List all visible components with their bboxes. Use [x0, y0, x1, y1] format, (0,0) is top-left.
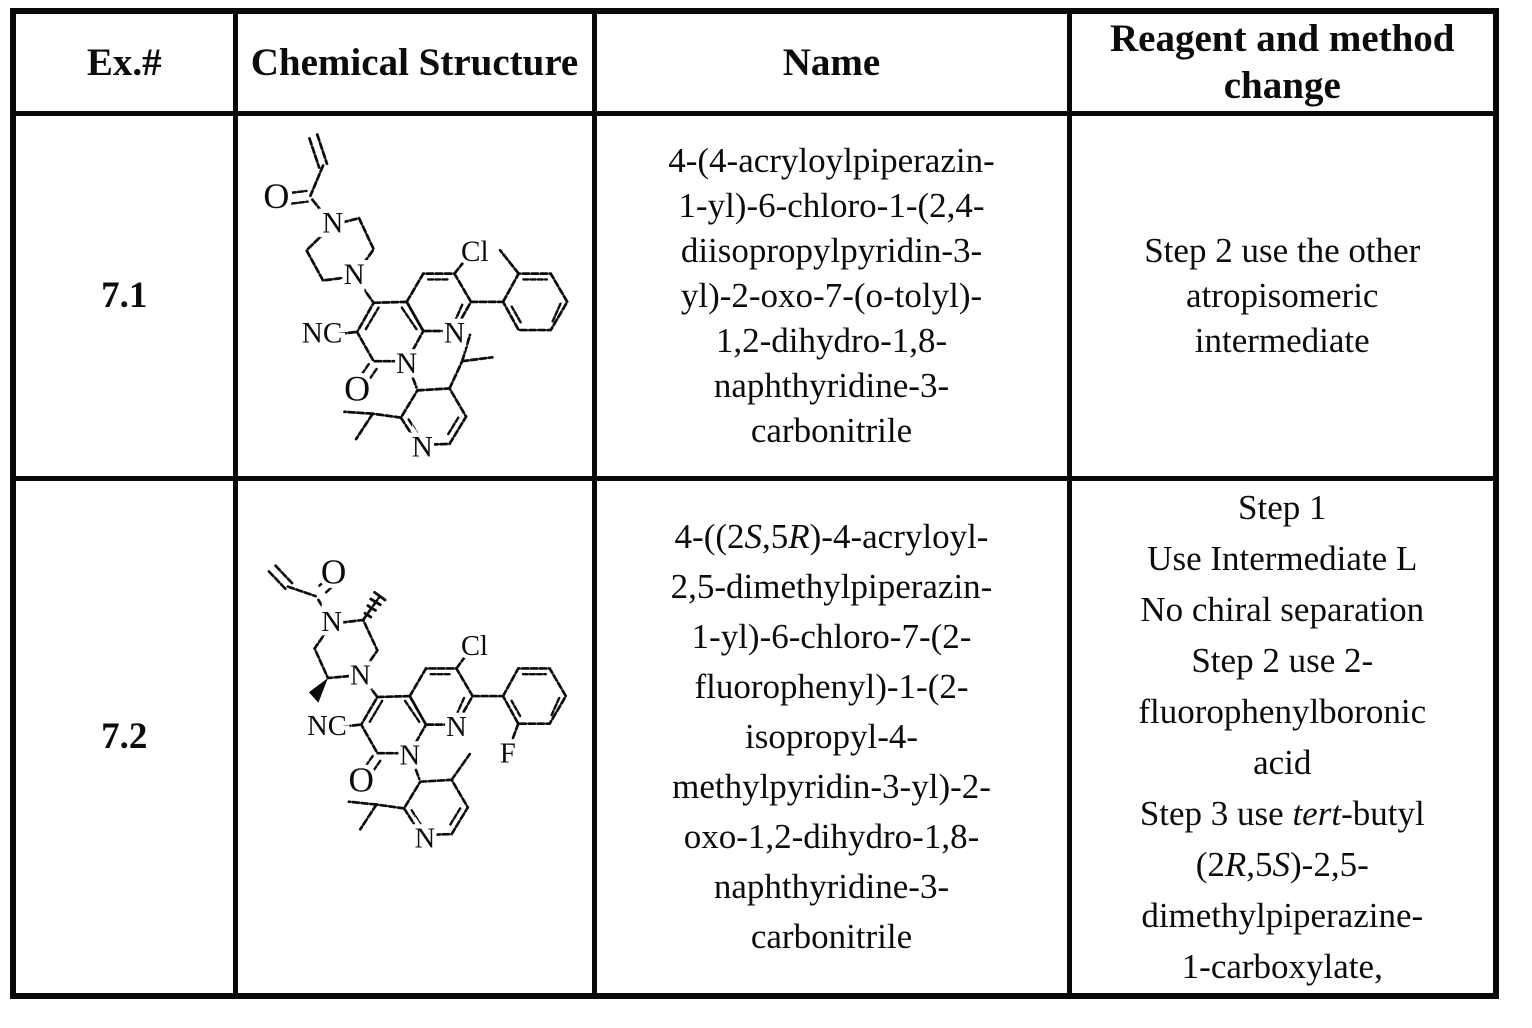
chemical-structure-cell: O N N Cl NC N N O F N [232, 475, 597, 999]
atom-label-carbonyl-oxygen: O [320, 552, 345, 591]
compound-name-cell: 4-(4-acryloylpiperazin-1-yl)-6-chloro-1-… [591, 110, 1072, 481]
atom-label-ring-n1: N [399, 740, 420, 771]
table-row-example-7-1: 7.1 [10, 110, 1499, 481]
header-ex-number: Ex.# [10, 8, 238, 116]
example-number: 7.1 [10, 110, 238, 481]
atom-label-piperazine-n-bottom: N [343, 259, 364, 291]
atom-label-chlorine: Cl [460, 631, 487, 662]
atom-label-piperazine-n-top: N [322, 207, 343, 239]
atom-label-nitrile: NC [307, 711, 347, 742]
atom-label-carbonyl-oxygen: O [263, 175, 289, 215]
atom-label-fluorine: F [499, 738, 515, 769]
atom-label-ring-n8: N [443, 317, 464, 349]
compound-name: 4-(4-acryloylpiperazin-1-yl)-6-chloro-1-… [668, 141, 995, 450]
atom-label-piperazine-n-top: N [321, 607, 342, 638]
header-chemical-structure: Chemical Structure [232, 8, 597, 116]
atom-label-nitrile: NC [301, 317, 342, 349]
atom-label-ring-n8: N [446, 712, 467, 743]
header-reagent-method-change: Reagent and method change [1066, 8, 1499, 116]
atom-label-pyridine-n: N [411, 431, 432, 463]
atom-label-ketone-oxygen: O [344, 368, 370, 408]
chemical-structure-cell: O N N Cl NC N N O N [232, 110, 597, 481]
atom-label-chlorine: Cl [461, 235, 489, 267]
header-row: Ex.# Chemical Structure Name Reagent and… [10, 8, 1499, 116]
chemical-structure-drawing-7-1: O N N Cl NC N N O N [258, 132, 569, 467]
example-number: 7.2 [10, 475, 238, 999]
chemical-structure-drawing-7-2: O N N Cl NC N N O F N [267, 548, 567, 858]
atom-label-pyridine-n: N [414, 823, 435, 854]
compound-name: 4-((2S,5R)-4-acryloyl-2,5-dimethylpipera… [670, 516, 993, 956]
atom-label-ring-n1: N [396, 347, 417, 379]
atom-label-ketone-oxygen: O [348, 760, 373, 799]
compound-name-cell: 4-((2S,5R)-4-acryloyl-2,5-dimethylpipera… [591, 475, 1072, 999]
examples-table: Ex.# Chemical Structure Name Reagent and… [10, 8, 1499, 999]
atom-label-piperazine-n-bottom: N [349, 660, 370, 691]
table-row-example-7-2: 7.2 [10, 475, 1499, 999]
header-name: Name [591, 8, 1072, 116]
